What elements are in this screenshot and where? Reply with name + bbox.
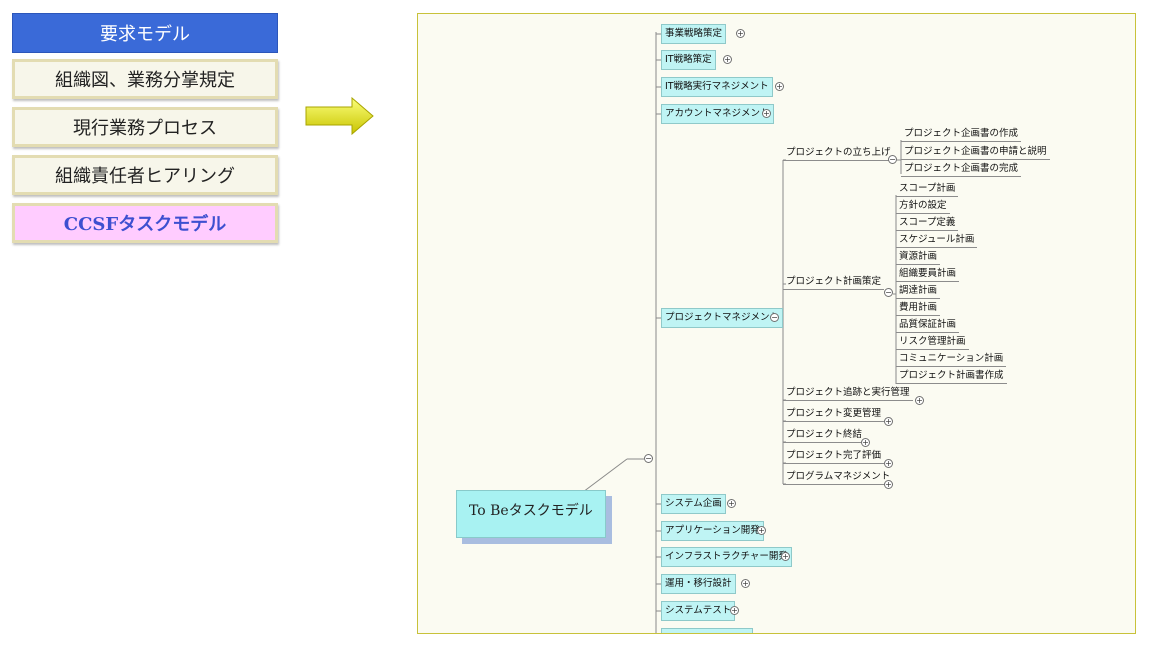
expand-toggle-icon[interactable]: + [884,459,893,468]
node-operation-migration-design[interactable]: 運用・移行設計 [661,574,736,594]
expand-toggle-icon[interactable]: + [775,82,784,91]
node-it-strategy-execution[interactable]: IT戦略実行マネジメント [661,77,773,97]
left-item-current-process[interactable]: 現行業務プロセス [12,107,278,147]
leaf-plan-11[interactable]: コミュニケーション計画 [896,352,1007,367]
expand-toggle-icon[interactable]: + [723,55,732,64]
leaf-plan-7[interactable]: 調達計画 [896,284,941,299]
leaf-plan-9[interactable]: 品質保証計画 [896,318,960,333]
leaf-plan-8[interactable]: 費用計画 [896,301,941,316]
node-pm-closure[interactable]: プロジェクト終結 [783,428,866,443]
node-account-management[interactable]: アカウントマネジメント [661,104,774,124]
expand-toggle-icon[interactable]: + [861,438,870,447]
expand-toggle-icon[interactable]: + [915,396,924,405]
leaf-plan-10[interactable]: リスク管理計画 [896,335,969,350]
node-pm-tracking[interactable]: プロジェクト追跡と実行管理 [783,386,913,401]
leaf-plan-4[interactable]: スケジュール計画 [896,233,978,248]
expand-toggle-icon[interactable]: + [727,499,736,508]
left-item-org-chart[interactable]: 組織図、業務分掌規定 [12,59,278,99]
left-item-ccsf-task-model[interactable]: CCSFタスクモデル [12,203,278,243]
right-arrow-icon [305,97,374,136]
node-program-management[interactable]: プログラムマネジメント [783,470,894,485]
node-project-planning[interactable]: プロジェクト計画策定 [783,275,885,290]
expand-toggle-icon[interactable]: + [736,29,745,38]
leaf-launch-1[interactable]: プロジェクト企画書の作成 [901,127,1022,142]
expand-toggle-icon[interactable]: + [884,417,893,426]
node-project-management[interactable]: プロジェクトマネジメント [661,308,784,328]
leaf-plan-1[interactable]: スコープ計画 [896,182,959,197]
node-it-strategy[interactable]: IT戦略策定 [661,50,716,70]
leaf-plan-6[interactable]: 組織要員計画 [896,267,960,282]
node-system-planning[interactable]: システム企画 [661,494,726,514]
leaf-plan-12[interactable]: プロジェクト計画書作成 [896,369,1007,384]
expand-toggle-icon[interactable]: + [757,526,766,535]
node-system-test[interactable]: システムテスト [661,601,736,621]
node-business-strategy[interactable]: 事業戦略策定 [661,24,727,44]
collapse-toggle-icon[interactable]: − [884,288,893,297]
collapse-toggle-icon[interactable]: − [888,155,897,164]
leaf-plan-3[interactable]: スコープ定義 [896,216,959,231]
node-pm-change[interactable]: プロジェクト変更管理 [783,407,885,422]
expand-toggle-icon[interactable]: + [741,579,750,588]
left-panel-header: 要求モデル [12,13,278,53]
node-application-development[interactable]: アプリケーション開発 [661,521,764,541]
expand-toggle-icon[interactable]: + [730,606,739,615]
expand-toggle-icon[interactable]: + [781,552,790,561]
leaf-plan-2[interactable]: 方針の設定 [896,199,950,214]
node-cut-off[interactable] [661,628,753,633]
mindmap-panel: To Beタスクモデル − 事業戦略策定 + IT戦略策定 + IT戦略実行マネ… [417,13,1136,634]
expand-toggle-icon[interactable]: + [884,480,893,489]
expand-toggle-icon[interactable]: + [762,109,771,118]
collapse-toggle-icon[interactable]: − [644,454,653,463]
node-infrastructure-development[interactable]: インフラストラクチャー開発 [661,547,792,567]
root-node[interactable]: To Beタスクモデル [456,490,606,538]
node-project-launch[interactable]: プロジェクトの立ち上げ [783,146,894,161]
node-pm-evaluation[interactable]: プロジェクト完了評価 [783,449,885,464]
leaf-launch-2[interactable]: プロジェクト企画書の申請と説明 [901,145,1050,160]
leaf-launch-3[interactable]: プロジェクト企画書の完成 [901,162,1022,177]
collapse-toggle-icon[interactable]: − [770,313,779,322]
leaf-plan-5[interactable]: 資源計画 [896,250,941,265]
left-item-hearing[interactable]: 組織責任者ヒアリング [12,155,278,195]
